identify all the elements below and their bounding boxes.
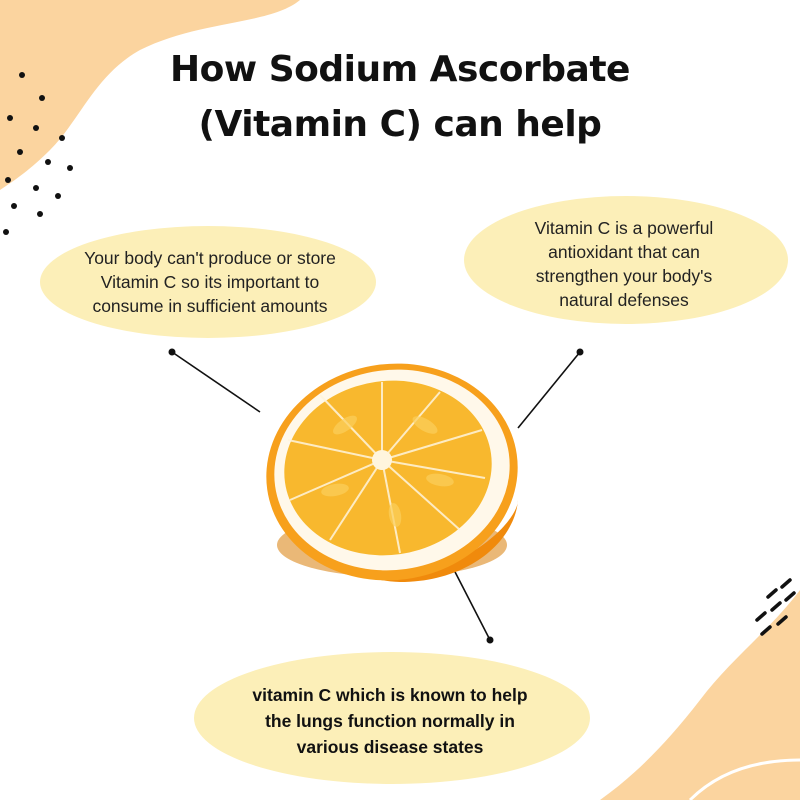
right-callout-text: Vitamin C is a powerful antioxidant that… [474,216,774,312]
connector-left [168,348,261,413]
callout-line: the lungs function normally in [265,711,515,731]
orange-slice-image [266,363,518,582]
page-title: How Sodium Ascorbate (Vitamin C) can hel… [120,42,680,152]
bottom-callout-text: vitamin C which is known to help the lun… [210,682,570,760]
right-callout-bubble [464,196,788,324]
callout-line: strengthen your body's [535,266,713,286]
callout-line: consume in sufficient amounts [92,296,328,316]
left-callout-bubble [40,226,376,338]
bottom-right-curve [688,758,800,800]
left-callout-text: Your body can't produce or store Vitamin… [40,246,380,318]
callout-line: natural defenses [559,290,689,310]
bottom-callout-bubble [194,652,590,784]
callout-line: antioxidant that can [548,242,700,262]
top-left-blob [0,0,300,190]
dashes-bottom-right [755,578,796,636]
dots-top-left [3,72,73,235]
title-line-2: (Vitamin C) can help [198,104,602,145]
connector-bottom [451,565,494,644]
orange-texture [321,415,454,527]
callout-line: vitamin C which is known to help [252,685,528,705]
callout-line: Vitamin C so its important to [100,272,320,292]
connector-right [517,348,584,429]
orange-core [372,450,392,470]
callout-line: Your body can't produce or store [84,248,336,268]
bottom-right-blob [600,590,800,800]
callout-line: Vitamin C is a powerful [534,218,714,238]
callout-line: various disease states [296,737,484,757]
title-line-1: How Sodium Ascorbate [170,49,630,90]
